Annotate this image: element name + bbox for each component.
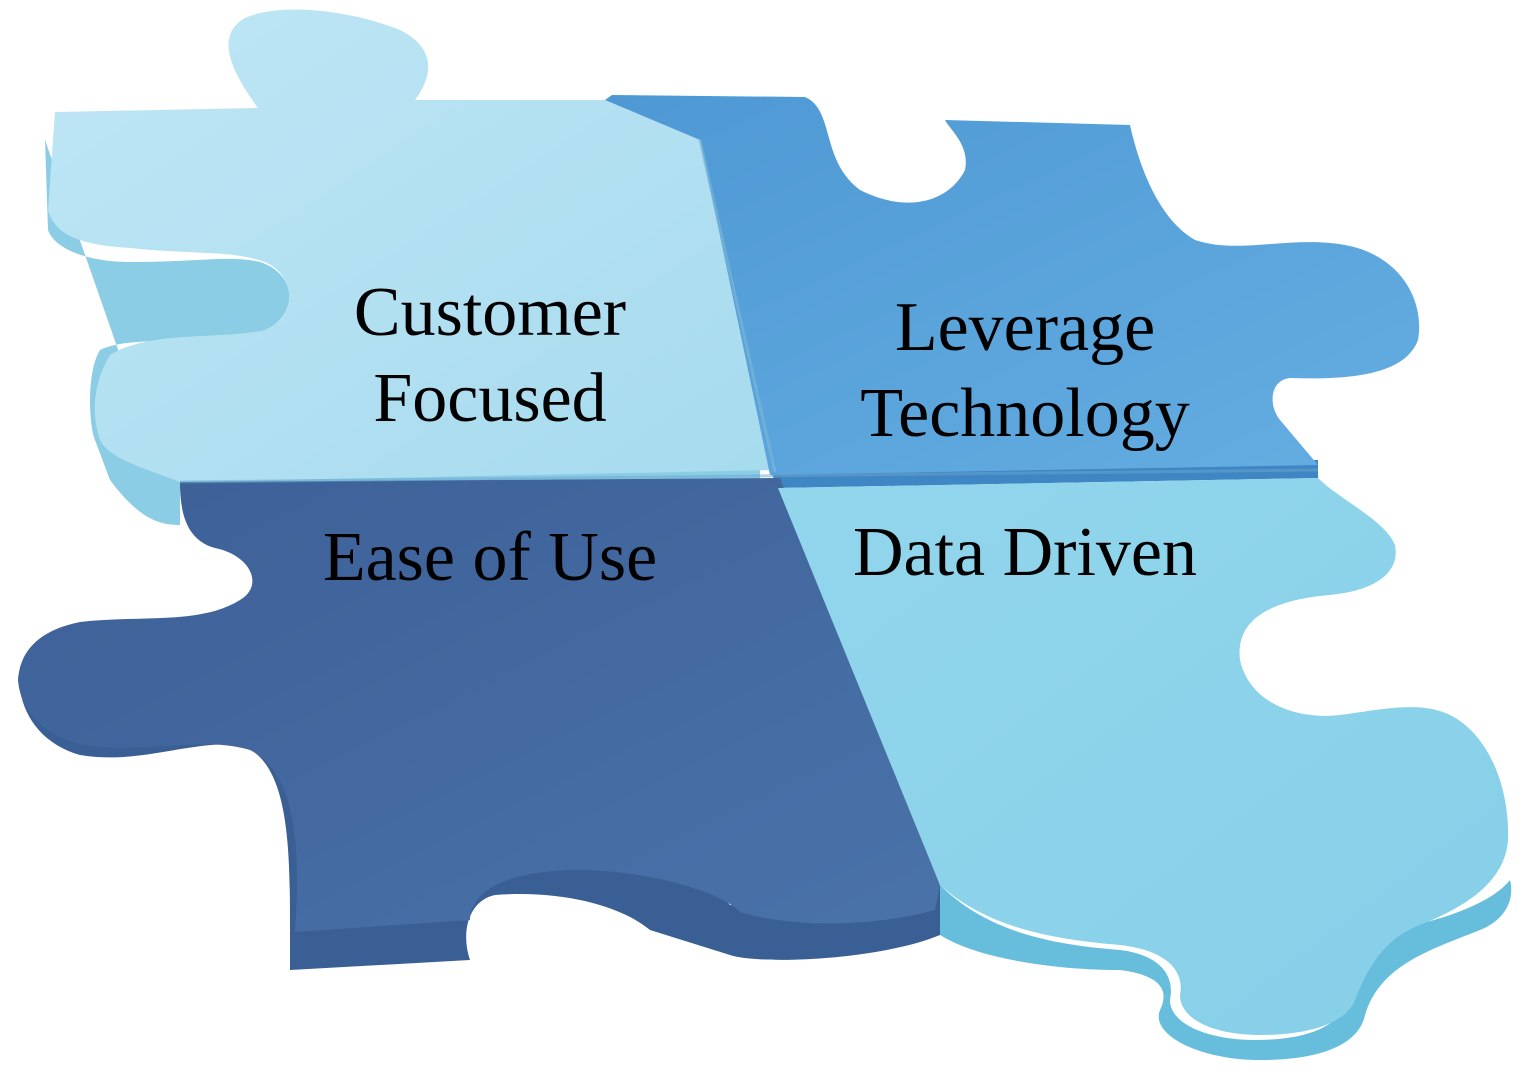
piece-customer-focused [48, 9, 775, 483]
label-customer-focused-line-1: Customer [353, 274, 627, 351]
label-ease-of-use-line-1: Ease of Use [322, 519, 658, 596]
label-customer-focused-line-2: Focused [373, 360, 607, 437]
label-data-driven-line-1: Data Driven [852, 514, 1198, 591]
piece-ease-of-use [18, 478, 940, 932]
piece-data-driven [778, 478, 1509, 1035]
piece-customer-focused-edge [45, 140, 760, 525]
label-ease-of-use: Ease of Use [290, 515, 690, 601]
piece-leverage-technology [605, 95, 1420, 475]
seam-vertical [698, 139, 777, 473]
label-leverage-technology-line-1: Leverage [894, 289, 1156, 366]
piece-ease-of-use-edge [20, 690, 940, 970]
label-data-driven: Data Driven [820, 510, 1230, 596]
label-customer-focused: Customer Focused [290, 270, 690, 442]
label-leverage-technology: Leverage Technology [820, 285, 1230, 457]
label-leverage-technology-line-2: Technology [860, 375, 1190, 452]
seam-horizontal [179, 468, 1319, 484]
